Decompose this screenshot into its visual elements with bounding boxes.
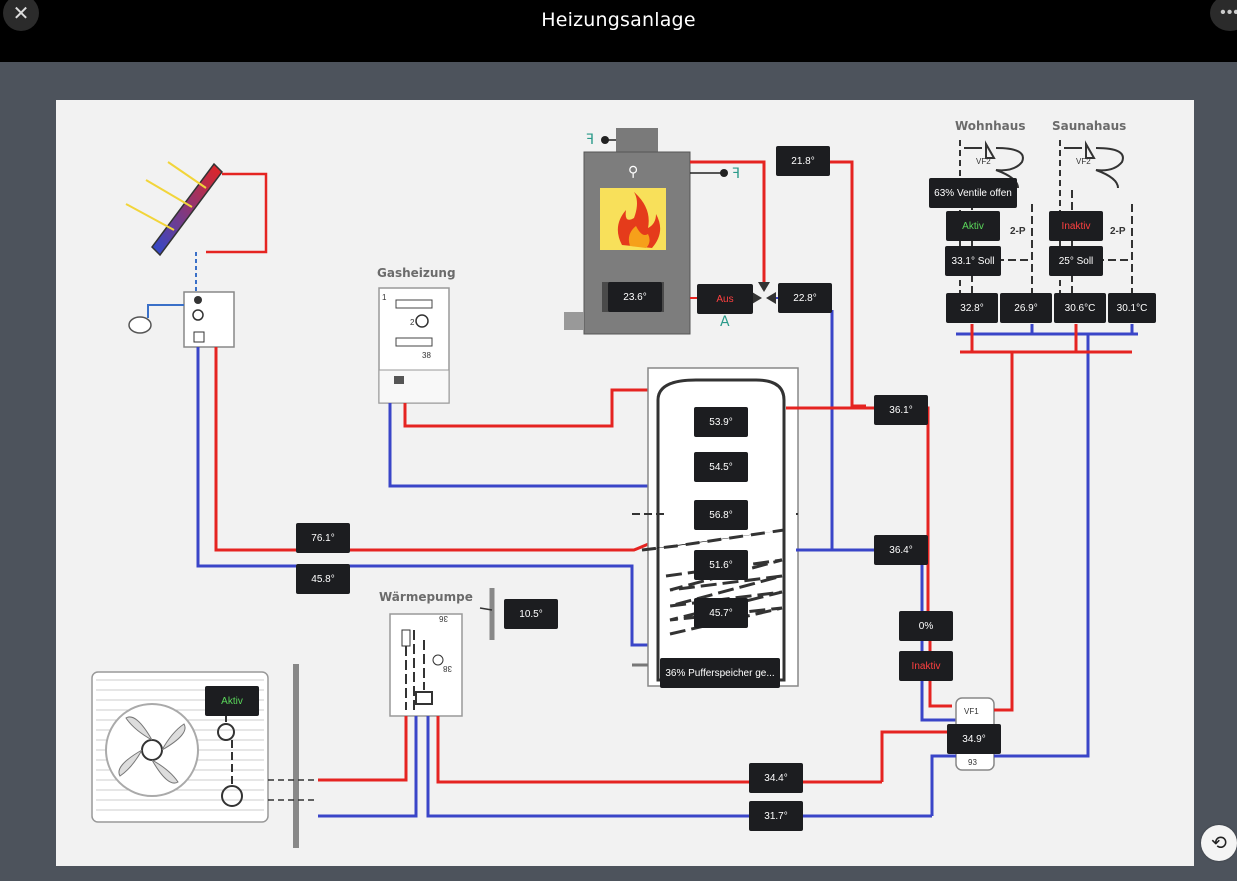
gas-boiler: 1 2 38 xyxy=(378,287,450,404)
saunahaus-label: Saunahaus xyxy=(1052,119,1127,133)
wohnhaus-2p: 2-P xyxy=(1010,226,1026,237)
refresh-icon[interactable]: ⟲ xyxy=(1201,825,1237,861)
solar-ruecklauf-temp[interactable]: 45.8° xyxy=(296,564,350,594)
wohnhaus-vorlauf-temp[interactable]: 32.8° xyxy=(946,293,998,323)
gas-label-2: 2 xyxy=(410,318,415,327)
mischer-status[interactable]: Inaktiv xyxy=(899,651,953,681)
gasheizung-label: Gasheizung xyxy=(377,266,456,280)
wood-stove: ⚲ ꟻ ꟻ A xyxy=(564,128,740,335)
wohnhaus-soll[interactable]: 33.1° Soll xyxy=(945,246,1001,276)
page-title: Heizungsanlage xyxy=(541,9,696,31)
pipe-diagram: 1 2 38 ⚲ ꟻ ꟻ A xyxy=(91,128,1138,848)
gas-label-1: 1 xyxy=(382,293,387,302)
waermepumpe-status[interactable]: Aktiv xyxy=(205,686,259,716)
ofen-innen-temp[interactable]: 23.6° xyxy=(608,282,662,312)
wohnhaus-ruecklauf-temp[interactable]: 26.9° xyxy=(1000,293,1052,323)
ofen-pumpe-status[interactable]: Aus xyxy=(697,284,753,314)
puffer-temp-4[interactable]: 51.6° xyxy=(694,550,748,580)
wohnhaus-ventile[interactable]: 63% Ventile offen xyxy=(929,178,1017,208)
svg-text:ꟻ: ꟻ xyxy=(586,132,594,148)
saunahaus-status[interactable]: Inaktiv xyxy=(1049,211,1103,241)
wohnhaus-vf2: VF2 xyxy=(976,157,991,166)
solar-vorlauf-temp[interactable]: 76.1° xyxy=(296,523,350,553)
ofen-ruecklauf-temp[interactable]: 22.8° xyxy=(778,283,832,313)
saunahaus-soll[interactable]: 25° Soll xyxy=(1049,246,1103,276)
puffer-temp-2[interactable]: 54.5° xyxy=(694,452,748,482)
wp-label-36: 36 xyxy=(439,614,448,623)
vf1-label: VF1 xyxy=(964,707,979,716)
saunahaus-vorlauf-temp[interactable]: 30.6°C xyxy=(1054,293,1106,323)
svg-text:ꟻ: ꟻ xyxy=(732,166,740,182)
saunahaus-2p: 2-P xyxy=(1110,226,1126,237)
solar-station xyxy=(183,291,235,348)
heatpump-controller: 36 38 xyxy=(389,613,463,717)
heating-diagram: 1 2 38 ⚲ ꟻ ꟻ A xyxy=(56,100,1194,866)
solar-collector xyxy=(125,161,223,257)
wohnhaus-label: Wohnhaus xyxy=(955,119,1026,133)
wohnhaus-status[interactable]: Aktiv xyxy=(946,211,1000,241)
heizkreis-ruecklauf-temp[interactable]: 36.4° xyxy=(874,535,928,565)
puffer-status[interactable]: 36% Pufferspeicher ge... xyxy=(660,658,780,688)
puffer-temp-3[interactable]: 56.8° xyxy=(694,500,748,530)
close-icon[interactable]: ✕ xyxy=(3,0,39,31)
mischer-prozent[interactable]: 0% xyxy=(899,611,953,641)
waermepumpe-label: Wärmepumpe xyxy=(379,590,473,604)
svg-text:A: A xyxy=(720,314,730,330)
saunahaus-vf2: VF2 xyxy=(1076,157,1091,166)
puffer-temp-5[interactable]: 45.7° xyxy=(694,598,748,628)
svg-text:⚲: ⚲ xyxy=(628,164,638,180)
vf1-temp[interactable]: 34.9° xyxy=(947,724,1001,754)
puffer-temp-1[interactable]: 53.9° xyxy=(694,407,748,437)
heizkreis-vorlauf-temp[interactable]: 36.1° xyxy=(874,395,928,425)
title-bar: ✕ Heizungsanlage ••• xyxy=(0,0,1237,62)
wp-vorlauf-temp[interactable]: 34.4° xyxy=(749,763,803,793)
n93-label: 93 xyxy=(968,758,977,767)
ofen-vorlauf-temp[interactable]: 21.8° xyxy=(776,146,830,176)
wp-label-38: 38 xyxy=(443,664,452,673)
aussen-temp[interactable]: 10.5° xyxy=(504,599,558,629)
gas-label-38: 38 xyxy=(422,351,431,360)
wp-ruecklauf-temp[interactable]: 31.7° xyxy=(749,801,803,831)
saunahaus-ruecklauf-temp[interactable]: 30.1°C xyxy=(1108,293,1156,323)
